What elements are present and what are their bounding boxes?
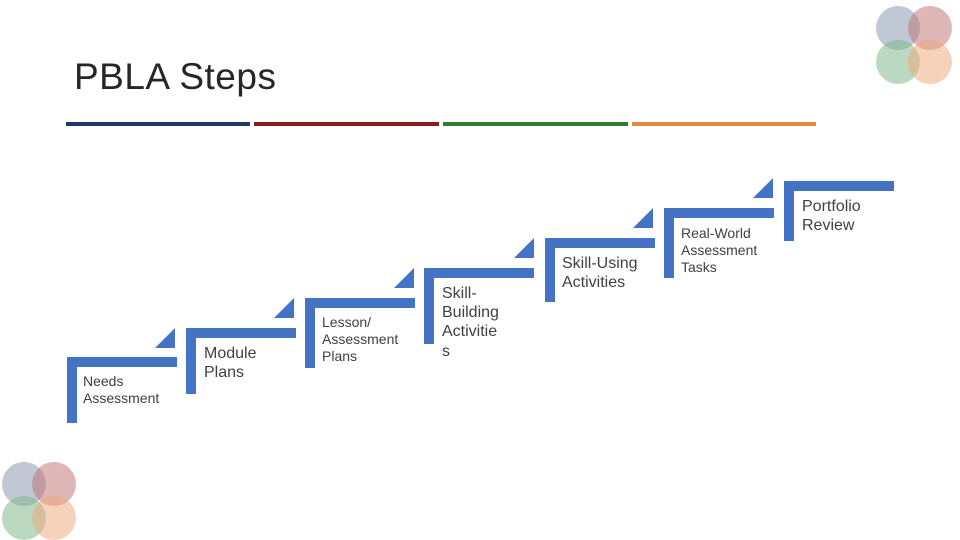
step-needs-assessment: Needs Assessment [67,357,177,423]
step-label: Lesson/ Assessment Plans [322,314,399,364]
step-bar-top [545,238,655,248]
step-lesson-assessment-plans: Lesson/ Assessment Plans [305,298,415,368]
step-corner [155,328,175,348]
step-bar-top [784,181,894,191]
step-bar-top [424,268,534,278]
step-bar-left [424,268,434,344]
logo-circles-top [876,6,956,86]
step-label: Skill-Building Activities [442,285,499,360]
step-bar-top [67,357,177,367]
step-bar-left [305,298,315,368]
step-real-world-assessment-tasks: Real-World Assessment Tasks [664,208,774,278]
step-label: Needs Assessment [83,373,160,406]
step-bar-top [186,328,296,338]
step-bar-left [664,208,674,278]
step-corner [394,268,414,288]
step-skill-using-activities: Skill-Using Activities [545,238,655,302]
step-bar-left [784,181,794,241]
logo-circles-bottom [0,462,80,540]
step-bar-top [305,298,415,308]
step-corner [633,208,653,228]
step-corner [274,298,294,318]
step-label: Module Plans [204,345,257,382]
step-module-plans: Module Plans [186,328,296,394]
logo-circle-orange [908,40,952,84]
step-label: Portfolio Review [802,198,861,235]
step-label: Skill-Using Activities [562,255,638,292]
page-title: PBLA Steps [74,56,277,97]
logo-circle-orange [32,496,76,540]
step-bar-left [545,238,555,302]
step-bar-top [664,208,774,218]
title-rule-orange [632,122,816,126]
step-skill-building-activities: Skill-Building Activities [424,268,534,360]
step-bar-left [67,357,77,423]
step-bar-left [186,328,196,394]
step-label: Real-World Assessment Tasks [681,225,758,275]
title-rule-navy [66,122,250,126]
title-rule-green [443,122,628,126]
step-corner [514,238,534,258]
step-corner [753,178,773,198]
step-portfolio-review: Portfolio Review [784,181,894,245]
title-rule-red [254,122,439,126]
